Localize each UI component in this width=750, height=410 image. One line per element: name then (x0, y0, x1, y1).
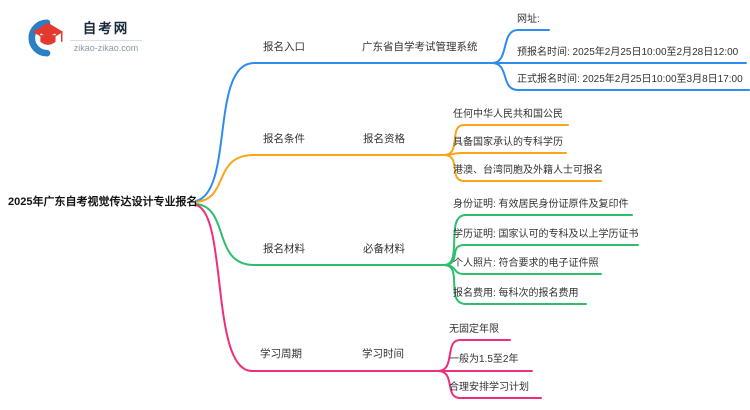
branch-conditions-subtopic: 报名资格 (363, 133, 405, 145)
branch-cycle-connector (195, 204, 542, 399)
logo-divider (70, 40, 142, 41)
root-topic: 2025年广东自考视觉传达设计专业报名 (8, 196, 198, 208)
leaf-node: 正式报名时间: 2025年2月25日10:00至3月8日17:00 (517, 74, 743, 85)
site-logo: 自考网 zikao-zikao.com (28, 16, 146, 60)
leaf-node: 具备国家承认的专科学历 (453, 137, 563, 148)
leaf-node: 网址: (517, 14, 540, 25)
site-url: zikao-zikao.com (73, 43, 139, 53)
leaf-node: 任何中华人民共和国公民 (453, 109, 563, 120)
leaf-node: 港澳、台湾同胞及外籍人士可报名 (453, 165, 603, 176)
leaf-node: 无固定年限 (449, 324, 499, 335)
leaf-node: 学历证明: 国家认可的专科及以上学历证书 (453, 229, 639, 240)
leaf-node: 一般为1.5至2年 (449, 354, 519, 365)
leaf-node: 合理安排学习计划 (449, 382, 529, 393)
leaf-node: 个人照片: 符合要求的电子证件照 (453, 258, 599, 269)
branch-materials-subtopic: 必备材料 (363, 243, 405, 255)
leaf-node: 报名费用: 每科次的报名费用 (453, 288, 579, 299)
branch-conditions-connector (195, 124, 602, 203)
branch-conditions-label: 报名条件 (263, 133, 305, 145)
leaf-node: 身份证明: 有效居民身份证原件及复印件 (453, 199, 629, 210)
leaf-node: 预报名时间: 2025年2月25日10:00至2月28日12:00 (517, 47, 739, 58)
branch-materials-connector (195, 203, 639, 305)
site-name: 自考网 (82, 21, 130, 36)
branch-entry-connector (195, 29, 750, 202)
branch-cycle-label: 学习周期 (260, 348, 302, 360)
branch-entry-label: 报名入口 (263, 41, 305, 53)
graduation-cap-logo-icon (28, 19, 64, 57)
branch-cycle-subtopic: 学习时间 (362, 348, 404, 360)
branch-entry-subtopic: 广东省自学考试管理系统 (362, 41, 478, 53)
branch-materials-label: 报名材料 (263, 243, 305, 255)
